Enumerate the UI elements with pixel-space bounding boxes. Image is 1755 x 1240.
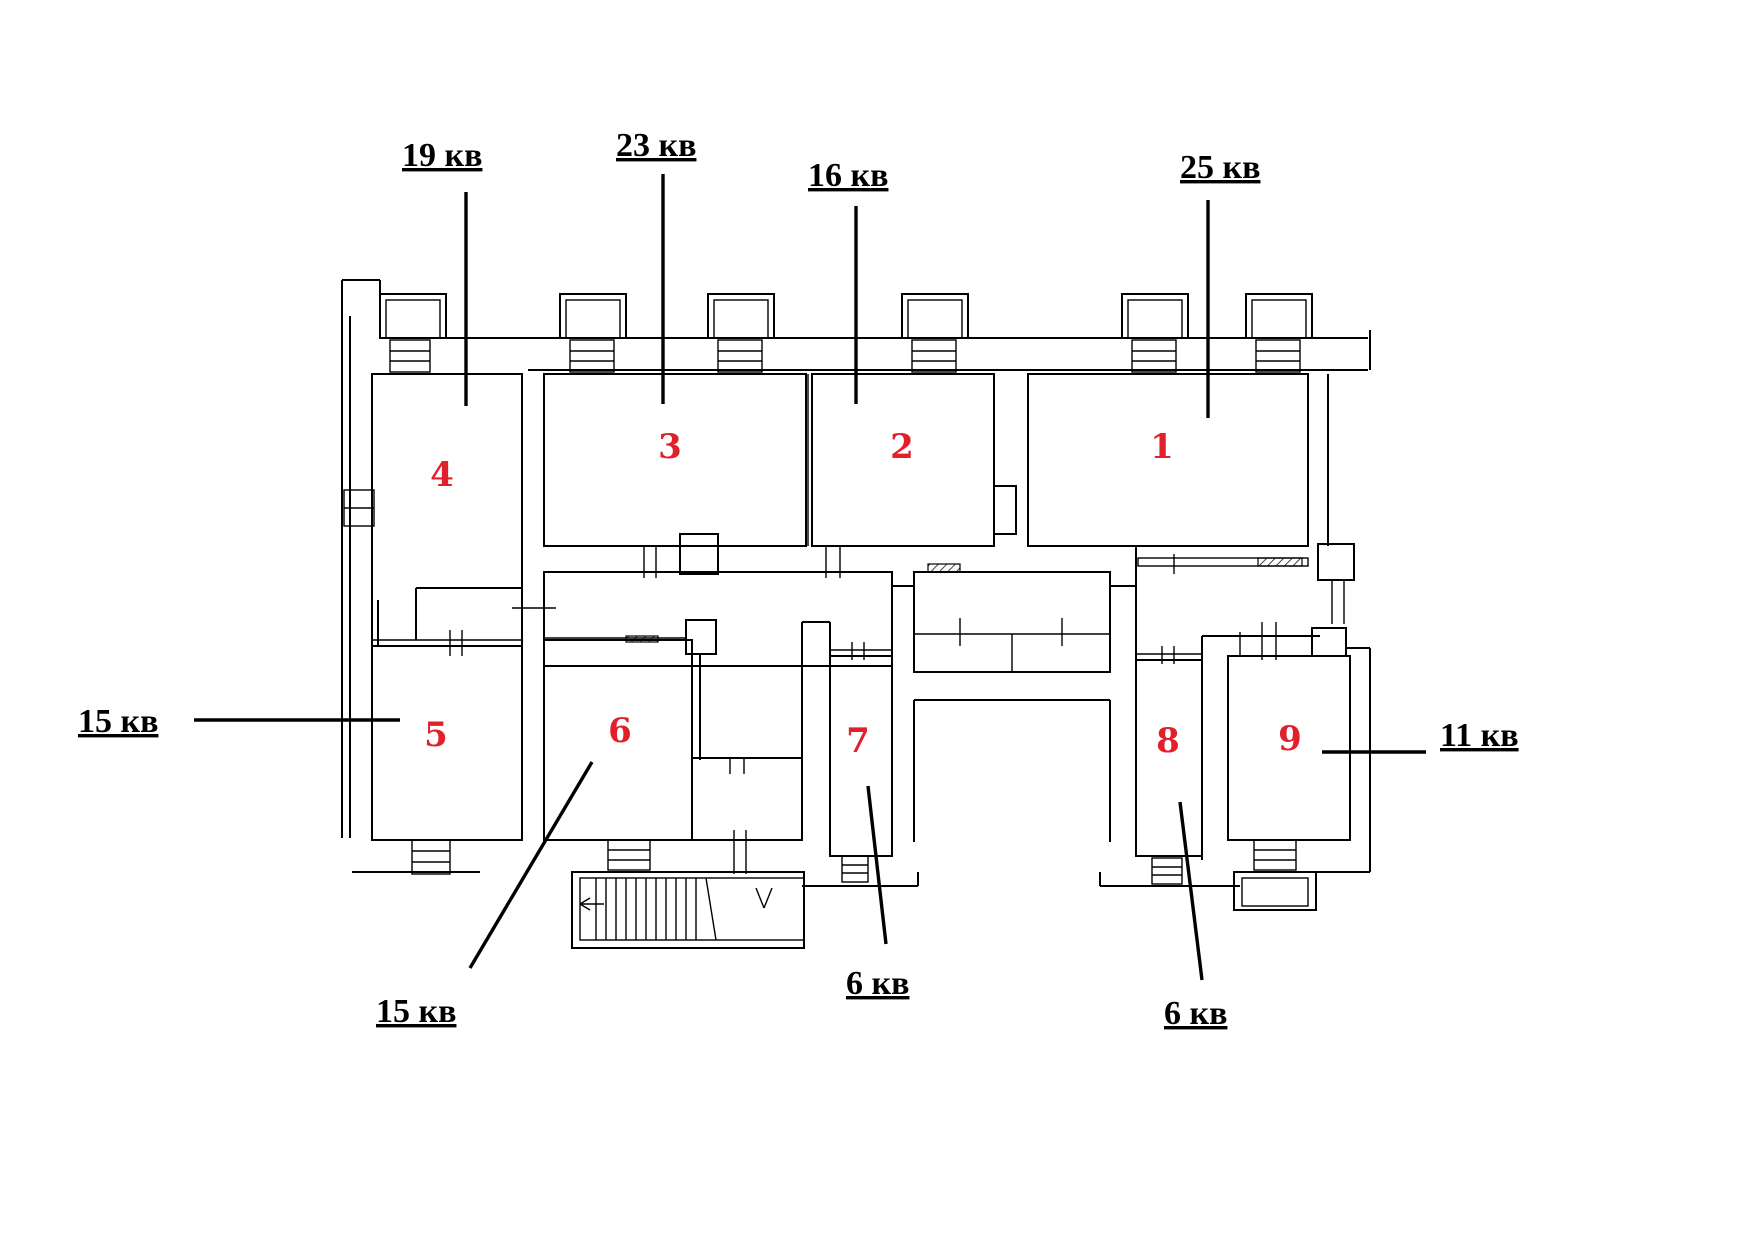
staircase [571, 871, 805, 949]
area-label-room-2: 16 кв [808, 157, 888, 194]
room-number-4: 4 [430, 455, 454, 495]
room-number-5: 5 [424, 715, 448, 755]
area-label-room-3: 23 кв [616, 127, 696, 164]
area-label-room-1: 25 кв [1180, 149, 1260, 186]
room-3-outline [543, 373, 807, 547]
area-label-room-8: 6 кв [1164, 995, 1227, 1032]
area-label-room-5: 15 кв [78, 703, 158, 740]
area-label-room-9: 11 кв [1440, 717, 1519, 754]
room-number-6: 6 [608, 711, 632, 751]
room-number-7: 7 [846, 721, 870, 761]
window-bays [379, 293, 1313, 373]
leader-room-7 [866, 785, 888, 945]
room-4-outline [371, 373, 523, 647]
room-number-9: 9 [1278, 719, 1302, 759]
room-2-outline [811, 373, 995, 547]
room-number-2: 2 [890, 427, 914, 467]
area-label-room-4: 19 кв [402, 137, 482, 174]
area-label-room-6: 15 кв [376, 993, 456, 1030]
room-number-3: 3 [658, 427, 682, 467]
room-number-8: 8 [1156, 721, 1180, 761]
leader-room-8 [1178, 801, 1204, 981]
leader-room-6 [468, 761, 594, 969]
area-label-room-7: 6 кв [846, 965, 909, 1002]
room-number-1: 1 [1150, 427, 1174, 467]
corridor [543, 571, 893, 667]
facade-left [341, 280, 375, 838]
